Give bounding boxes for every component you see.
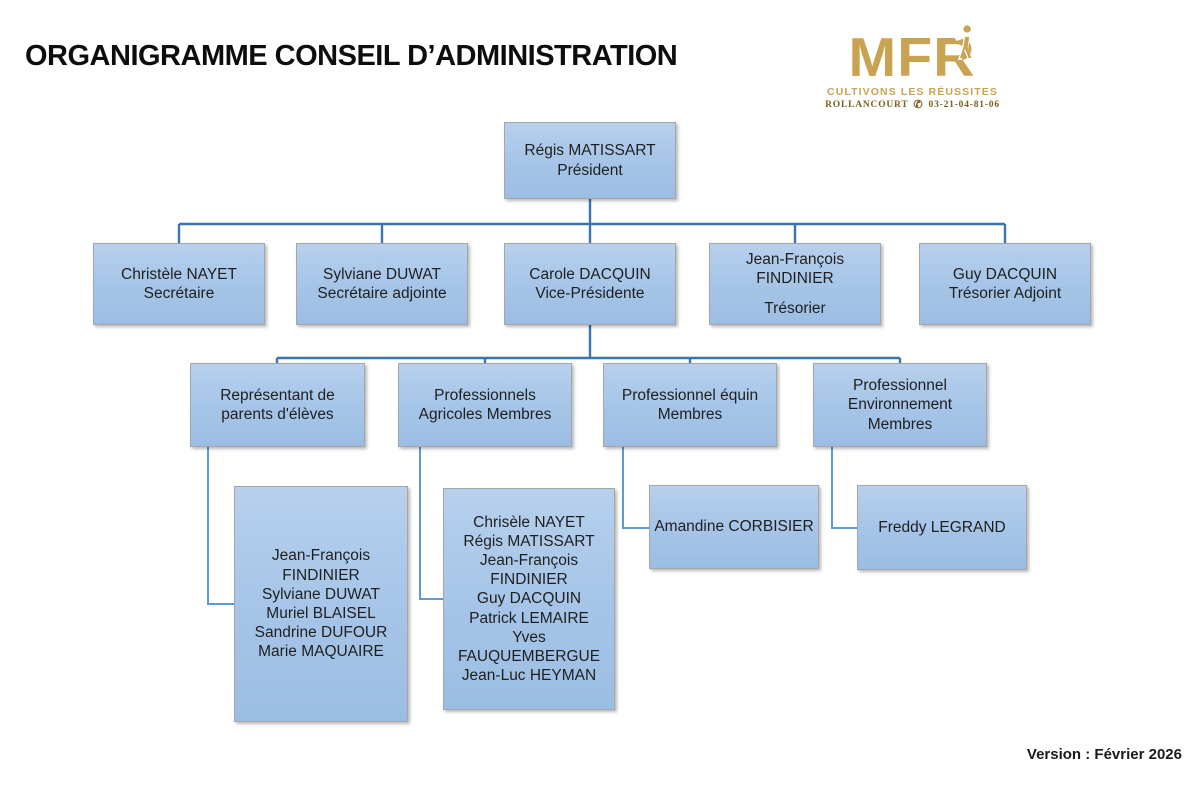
node-category-equin: Professionnel équin Membres [603, 363, 777, 447]
member-name: Guy DACQUIN [476, 590, 582, 608]
logo-phone: 03-21-04-81-06 [928, 100, 1000, 110]
category-label: Représentant de parents d'élèves [220, 386, 335, 423]
page-title: ORGANIGRAMME CONSEIL D’ADMINISTRATION [25, 40, 678, 72]
person-role: Vice-Présidente [535, 285, 645, 302]
person-name: Carole DACQUIN [529, 265, 651, 283]
node-president: Régis MATISSART Président [504, 122, 676, 199]
node-category-environnement: Professionnel Environnement Membres [813, 363, 987, 447]
category-label: Professionnels Agricoles Membres [418, 386, 552, 423]
member-name: Muriel BLAISEL [266, 605, 376, 622]
member-name: Sylviane DUWAT [262, 585, 380, 603]
logo-tagline: CULTIVONS LES RÉUSSITES [827, 86, 998, 98]
version-label: Version : Février 2026 [1026, 746, 1182, 763]
node-secretaire-adjointe: Sylviane DUWAT Secrétaire adjointe [296, 243, 468, 325]
person-role: Secrétaire adjointe [317, 285, 447, 302]
node-category-parents: Représentant de parents d'élèves [190, 363, 365, 447]
person-role: Trésorier Adjoint [948, 285, 1062, 302]
member-name: Jean-François FINDINIER [479, 551, 579, 589]
member-name: Yves FAUQUEMBERGUE [457, 628, 601, 666]
person-role: Trésorier [764, 299, 826, 317]
member-name: Jean-Luc HEYMAN [461, 667, 597, 685]
node-tresorier: Jean-François FINDINIER Trésorier [709, 243, 881, 325]
person-name: Sylviane DUWAT [323, 265, 441, 283]
member-name: Patrick LEMAIRE [469, 609, 589, 627]
node-members-equin: Amandine CORBISIER [649, 485, 819, 569]
member-name: Marie MAQUAIRE [258, 643, 384, 661]
category-label: Professionnel Environnement Membres [847, 377, 953, 433]
person-name: Christèle NAYET [121, 265, 237, 283]
person-name: Jean-François FINDINIER [745, 251, 845, 288]
member-name: Freddy LEGRAND [878, 518, 1006, 536]
mfr-wordmark: MFR [848, 25, 980, 88]
phone-icon: ✆ [913, 99, 924, 111]
running-person-icon [955, 25, 980, 60]
node-tresorier-adjoint: Guy DACQUIN Trésorier Adjoint [919, 243, 1091, 325]
node-secretaire: Christèle NAYET Secrétaire [93, 243, 265, 325]
member-name: Régis MATISSART [463, 532, 595, 550]
node-vice-presidente: Carole DACQUIN Vice-Présidente [504, 243, 676, 325]
node-members-environnement: Freddy LEGRAND [857, 485, 1027, 570]
mfr-wordmark-text: MFR [848, 26, 977, 88]
node-category-agricoles: Professionnels Agricoles Membres [398, 363, 572, 447]
person-role: Président [557, 161, 623, 179]
person-role: Secrétaire [143, 285, 215, 302]
category-label: Professionnel équin Membres [621, 386, 759, 423]
logo-location: ROLLANCOURT [825, 100, 909, 110]
person-name: Guy DACQUIN [952, 265, 1058, 283]
member-name: Chrisèle NAYET [473, 513, 585, 531]
member-name: Sandrine DUFOUR [254, 624, 388, 642]
member-name: Amandine CORBISIER [654, 518, 814, 536]
person-name: Régis MATISSART [524, 142, 656, 160]
member-name: Jean-François FINDINIER [271, 547, 371, 584]
mfr-logo: MFR CULTIVONS LES RÉUSSITES ROLLANCOURT … [815, 25, 1010, 111]
logo-contact: ROLLANCOURT ✆ 03-21-04-81-06 [815, 99, 1010, 111]
